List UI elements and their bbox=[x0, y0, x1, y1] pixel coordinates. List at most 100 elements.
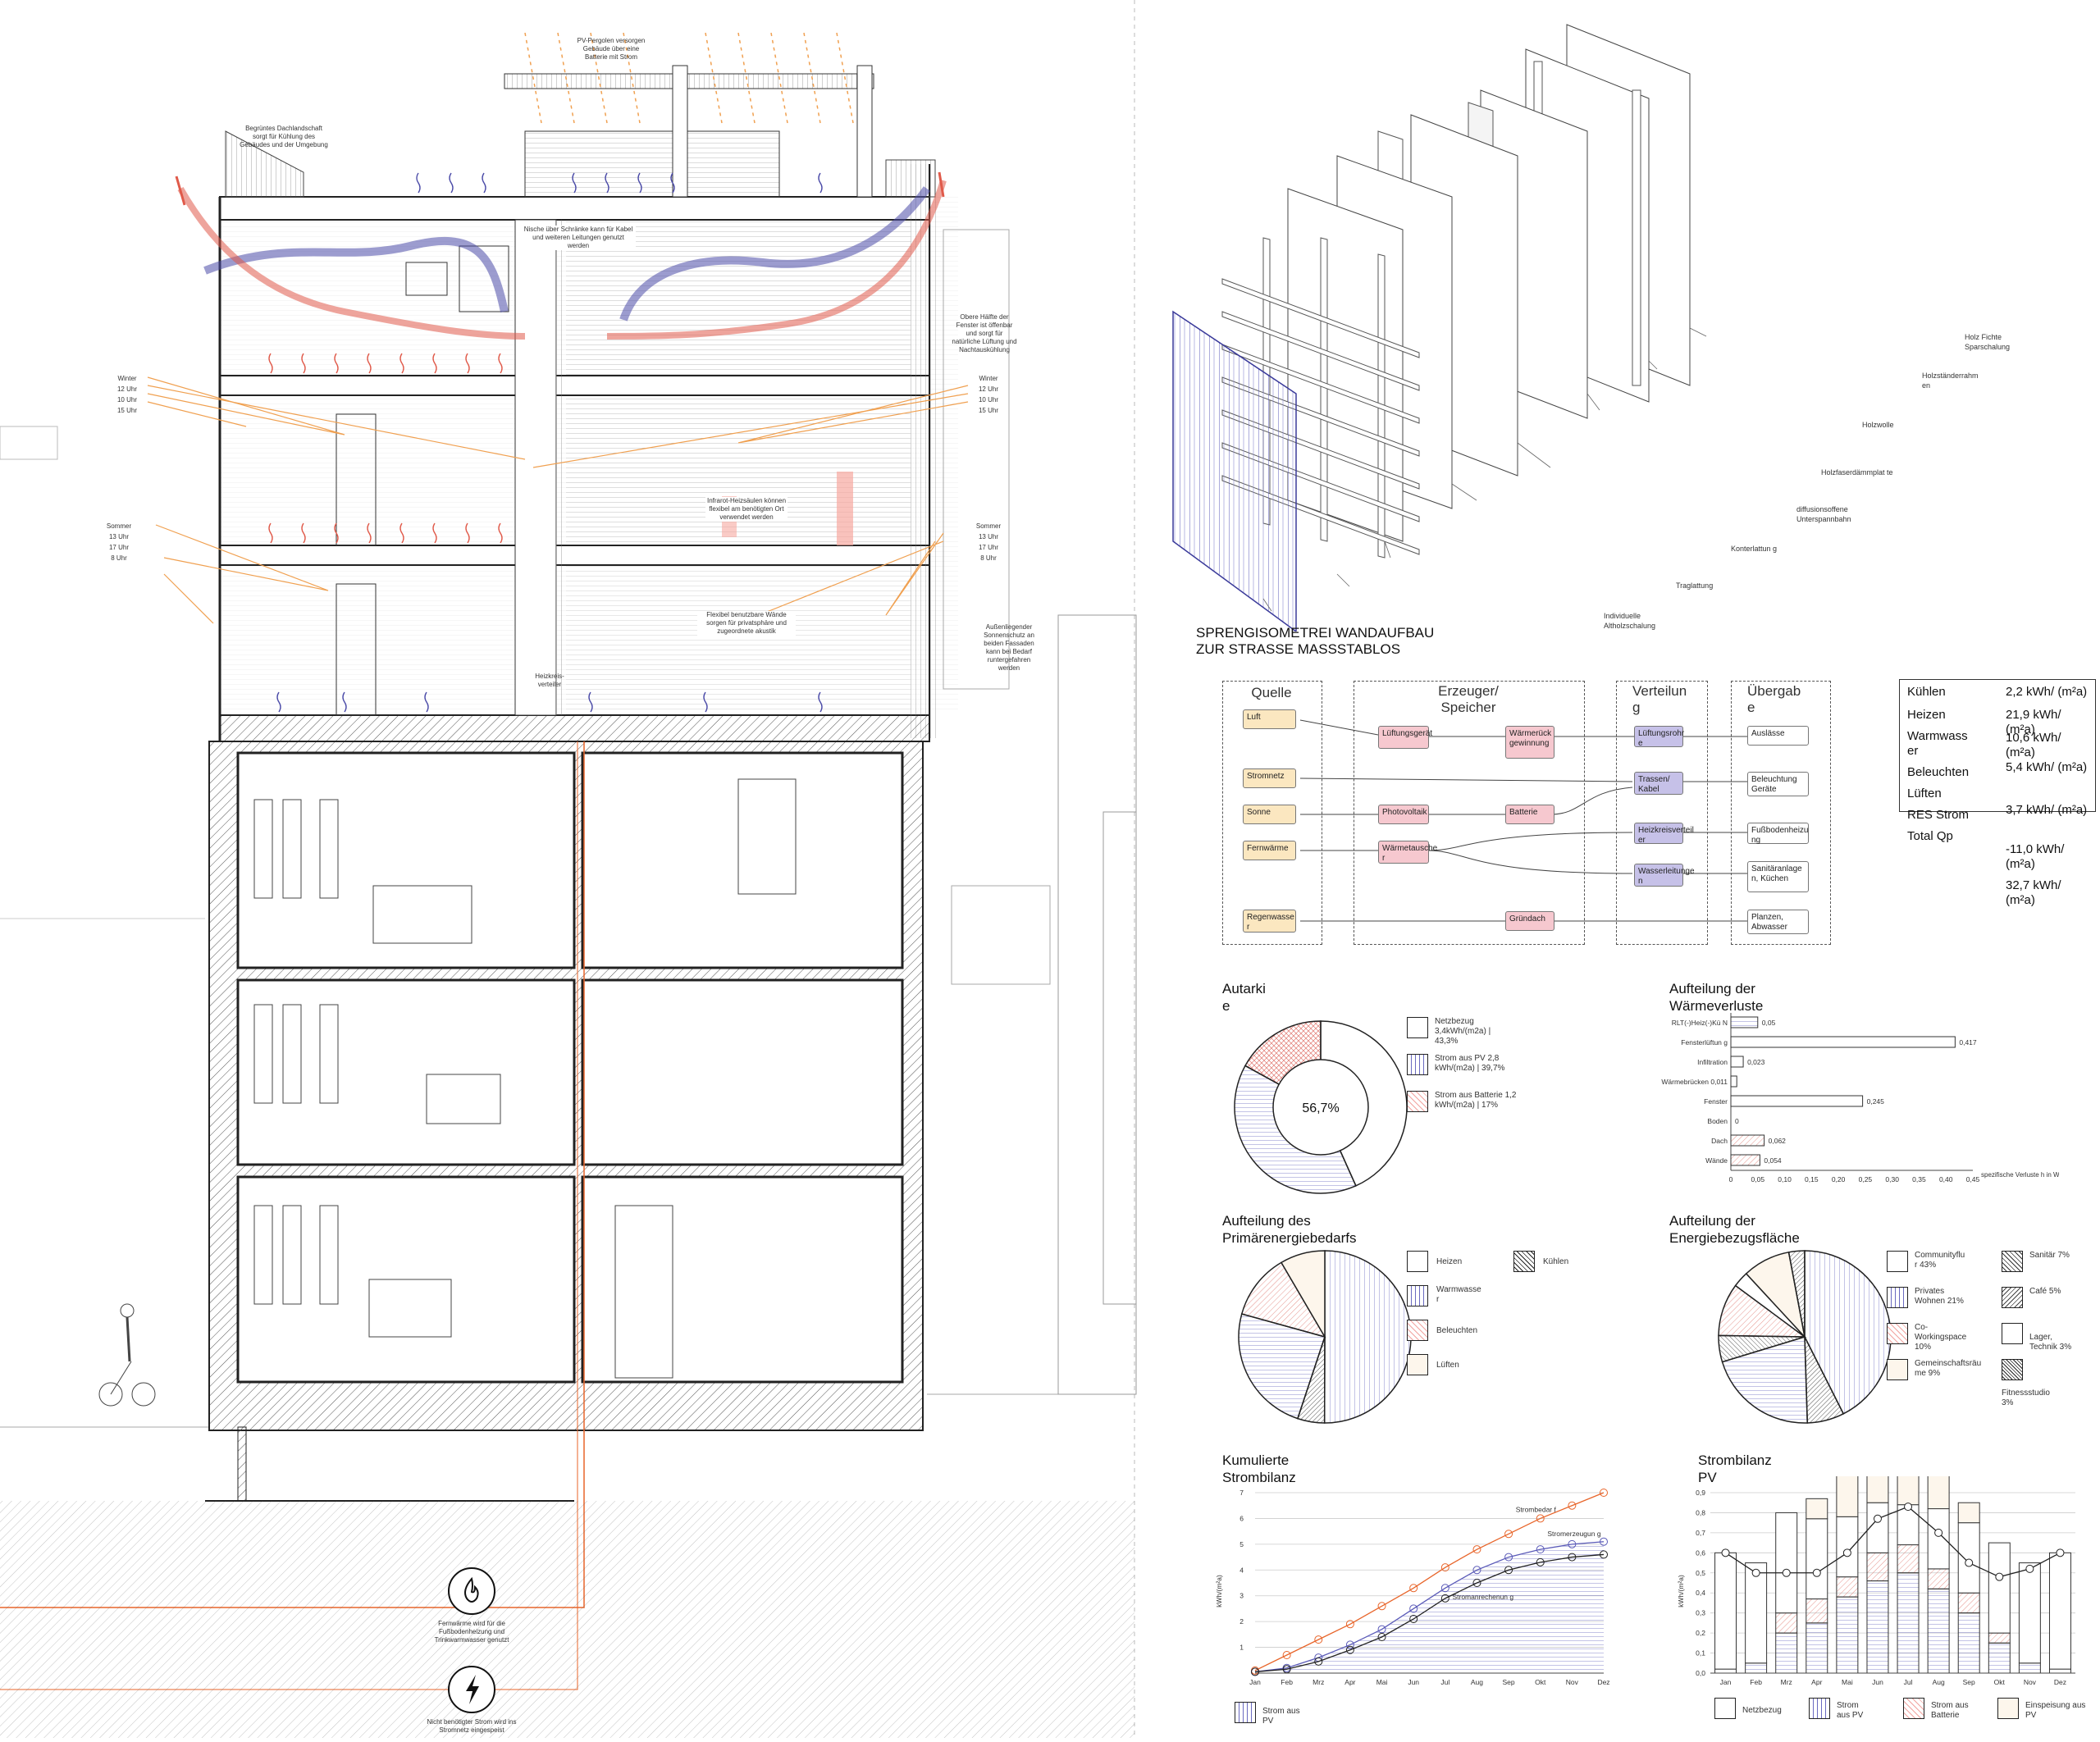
legend-label: Netzbezug 3,4kWh/(m2a) | 43,3% bbox=[1435, 1017, 1491, 1046]
data-point bbox=[2056, 1548, 2065, 1557]
row-value: 32,7 kWh/ (m²a) bbox=[2006, 878, 2061, 907]
data-point bbox=[1842, 1548, 1851, 1557]
bar-segment bbox=[1836, 1516, 1859, 1578]
series-line bbox=[1254, 1553, 1605, 1673]
layer-label: Individuelle Altholzschalung bbox=[1604, 612, 1656, 630]
y-tick-label: 7 bbox=[1239, 1489, 1244, 1497]
legend-label: Café 5% bbox=[2029, 1287, 2061, 1296]
legend-swatch bbox=[2002, 1359, 2023, 1380]
gen-heat-recovery: Wärmerück gewinnung bbox=[1505, 726, 1554, 759]
chart-title-area: Aufteilung der Energiebezugsfläche bbox=[1669, 1213, 1800, 1246]
data-point bbox=[1568, 1539, 1577, 1548]
data-point bbox=[1721, 1548, 1730, 1557]
source-sun: Sonne bbox=[1243, 805, 1296, 824]
gen-heat-exchanger: Wärmetausche r bbox=[1378, 841, 1437, 864]
y-tick-label: 6 bbox=[1239, 1514, 1244, 1522]
walls-note: Flexibel benutzbare Wände sorgen für pri… bbox=[697, 611, 796, 636]
value-label: 0,417 bbox=[1959, 1038, 1977, 1047]
pv-area bbox=[1255, 1541, 1604, 1673]
data-point bbox=[1282, 1651, 1291, 1659]
bar-segment bbox=[1866, 1476, 1889, 1503]
data-point bbox=[1568, 1501, 1577, 1510]
roof-note: Begrüntes Dachlandschaft sorgt für Kühlu… bbox=[240, 125, 328, 148]
x-tick-label: Mai bbox=[1842, 1678, 1853, 1686]
wall-title: SPRENGISOMETREI WANDAUFBAU ZUR STRASSE M… bbox=[1196, 625, 1435, 657]
source-district-heat: Fernwärme bbox=[1243, 841, 1296, 860]
legend-label: Strom aus PV 2,8 kWh/(m2a) | 39,7% bbox=[1435, 1054, 1505, 1073]
group-source bbox=[1222, 681, 1322, 945]
grid-power-note: Nicht benötigter Strom wird ins Stromnet… bbox=[427, 1718, 517, 1734]
data-point bbox=[1873, 1514, 1882, 1523]
row-value: 21,9 kWh/ (m²a) bbox=[2006, 708, 2061, 736]
category-label: Wände bbox=[1705, 1156, 1728, 1165]
y-tick-label: 0,7 bbox=[1696, 1529, 1705, 1537]
data-point bbox=[1536, 1545, 1545, 1554]
bar-segment bbox=[1714, 1668, 1737, 1674]
gen-green-roof: Gründach bbox=[1505, 911, 1554, 931]
legend-swatch bbox=[1407, 1091, 1428, 1112]
x-tick-label: Jan bbox=[1720, 1678, 1732, 1686]
y-axis-label: kWh/(m²a) bbox=[1677, 1575, 1685, 1607]
legend-swatch bbox=[1887, 1359, 1908, 1380]
legend-swatch bbox=[1407, 1251, 1428, 1272]
legend-swatch bbox=[1887, 1323, 1908, 1344]
legend-swatch bbox=[1997, 1698, 2019, 1719]
y-tick-label: 0,3 bbox=[1696, 1609, 1705, 1617]
gen-battery: Batterie bbox=[1505, 805, 1554, 824]
legend-label: Lager, Technik 3% bbox=[2029, 1333, 2072, 1352]
summer-left-time: 13 Uhr bbox=[108, 533, 129, 540]
winter-left-label: Winter 12 Uhr 10 Uhr 15 Uhr bbox=[111, 373, 144, 416]
value-label: 0,023 bbox=[1747, 1058, 1765, 1066]
bar-segment bbox=[1957, 1612, 1980, 1674]
legend-label: Communityflu r 43% bbox=[1915, 1251, 1965, 1270]
chart-title-primary: Aufteilung des Primärenergiebedarfs bbox=[1222, 1213, 1357, 1246]
series-label: Strombedar f bbox=[1516, 1505, 1557, 1513]
row-label: RES Strom bbox=[1907, 808, 1970, 822]
legend-swatch bbox=[2002, 1251, 2023, 1272]
x-axis-label: spezifische Verluste h in W/ (K·m²_An) bbox=[1981, 1171, 2059, 1179]
header-distribution: Verteilun g bbox=[1632, 683, 1687, 715]
bar-segment bbox=[1836, 1576, 1859, 1598]
header-generator: Erzeuger/ Speicher bbox=[1438, 683, 1499, 715]
legend-label: Heizen bbox=[1436, 1257, 1463, 1266]
summer-right-time: 8 Uhr bbox=[980, 554, 997, 562]
bar bbox=[1730, 1016, 1759, 1028]
autarkie-legend: Netzbezug 3,4kWh/(m2a) | 43,3% Strom aus… bbox=[1407, 1017, 1571, 1132]
row-label: Total Qp bbox=[1907, 829, 1953, 843]
winter-right-title: Winter bbox=[979, 375, 998, 382]
data-point bbox=[1472, 1545, 1481, 1554]
x-tick-label: Okt bbox=[1535, 1678, 1546, 1686]
layer-label: Konterlattun g bbox=[1731, 545, 1778, 553]
row-value: 2,2 kWh/ (m²a) bbox=[2006, 685, 2088, 699]
x-tick-label: 0 bbox=[1729, 1175, 1733, 1183]
gen-photovoltaic: Photovoltaik bbox=[1378, 805, 1429, 824]
summer-left-title: Sommer bbox=[106, 522, 132, 530]
bar-segment bbox=[1927, 1568, 1950, 1589]
legend-swatch bbox=[2002, 1323, 2023, 1344]
data-point bbox=[1440, 1563, 1449, 1572]
bar-segment bbox=[1927, 1508, 1950, 1570]
donut-hole bbox=[1272, 1059, 1369, 1156]
x-tick-label: 0,30 bbox=[1885, 1175, 1899, 1183]
series-line bbox=[1254, 1541, 1605, 1673]
pergola-note: PV-Pergolen versorgen Gebäude über eine … bbox=[577, 37, 646, 61]
data-point bbox=[1440, 1594, 1449, 1603]
bar-segment bbox=[1897, 1544, 1920, 1574]
shading-note: Außenliegender Sonnenschutz an beiden Fa… bbox=[984, 623, 1034, 672]
data-point bbox=[1600, 1550, 1608, 1559]
data-point bbox=[1536, 1557, 1545, 1566]
distributor-note: Heizkreis-verteiler bbox=[535, 673, 564, 688]
source-grid: Stromnetz bbox=[1243, 768, 1296, 788]
category-label: Dach bbox=[1711, 1137, 1728, 1145]
x-tick-label: Sep bbox=[1503, 1678, 1515, 1686]
bar bbox=[1730, 1134, 1765, 1147]
pie-slice bbox=[1323, 1250, 1412, 1424]
summer-right-label: Sommer 13 Uhr 17 Uhr 8 Uhr bbox=[972, 521, 1005, 563]
y-tick-label: 0,8 bbox=[1696, 1508, 1705, 1516]
row-label: Warmwass er bbox=[1907, 729, 1968, 758]
winter-right-label: Winter 12 Uhr 10 Uhr 15 Uhr bbox=[972, 373, 1005, 416]
series-line bbox=[1254, 1492, 1605, 1671]
value-label: 0,062 bbox=[1769, 1137, 1787, 1145]
data-point bbox=[1345, 1620, 1354, 1629]
y-tick-label: 0,9 bbox=[1696, 1489, 1705, 1497]
